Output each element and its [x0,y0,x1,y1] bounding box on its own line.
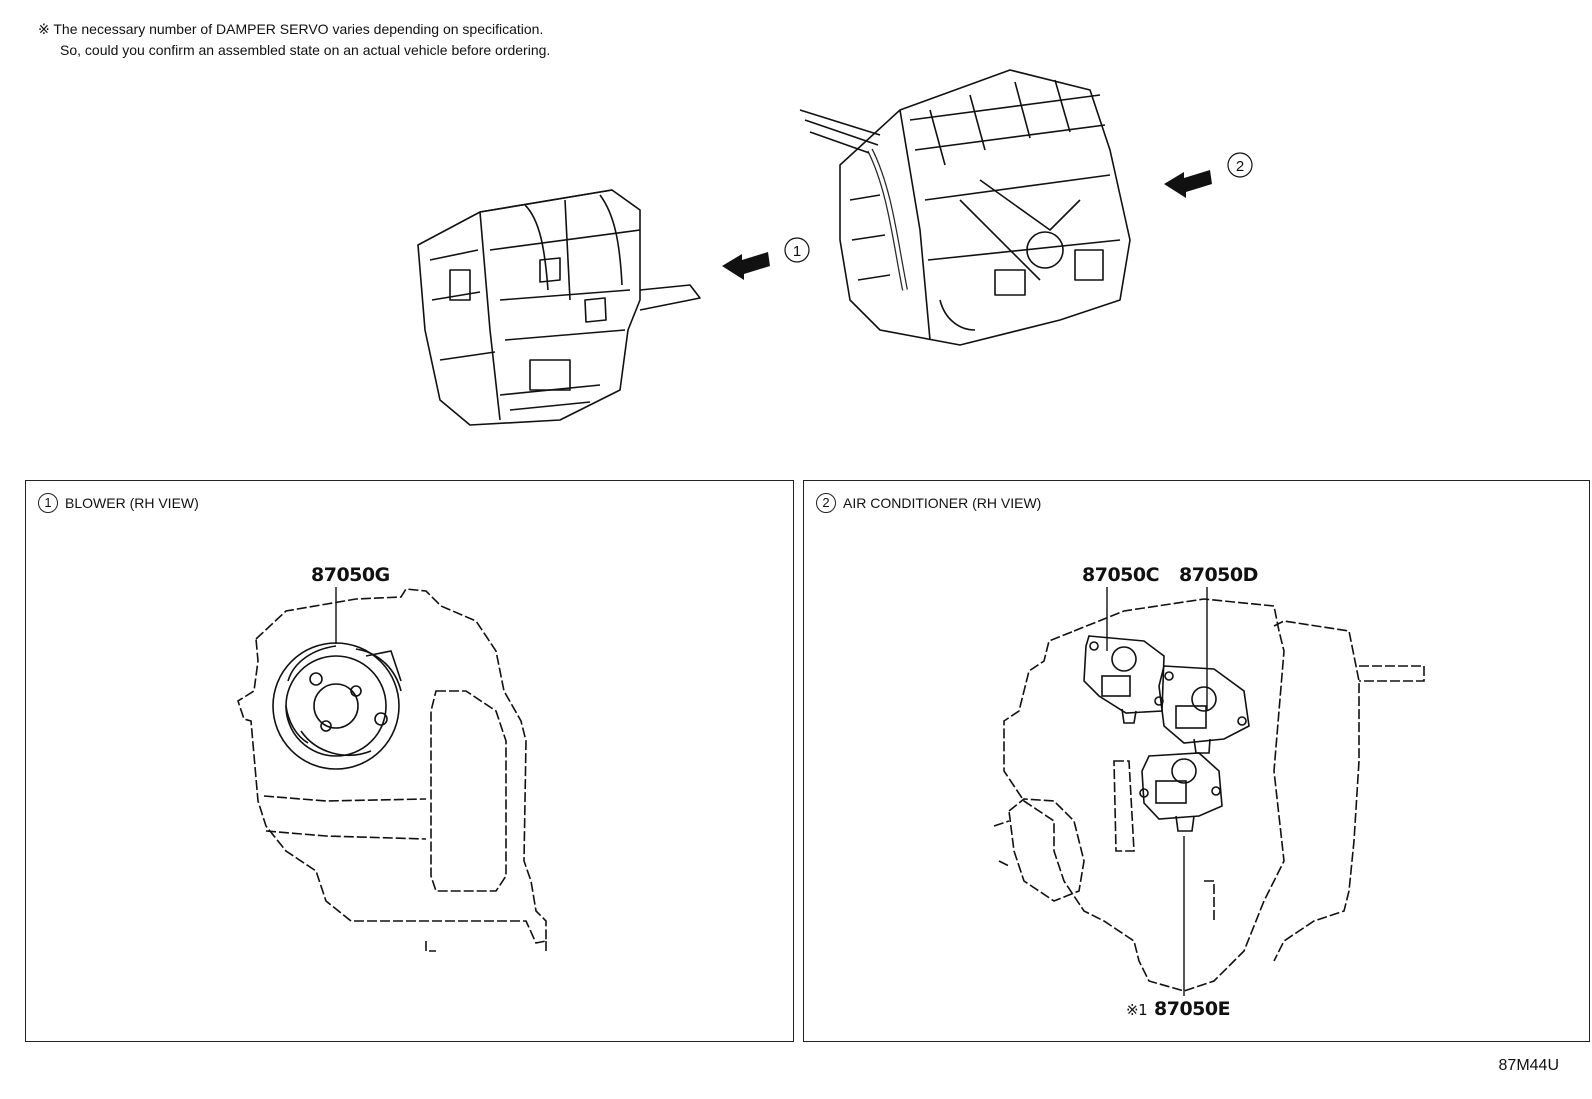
panel-blower-number: 1 [38,493,58,513]
panel-air-conditioner-title: AIR CONDITIONER (RH VIEW) [843,495,1042,511]
panel-air-conditioner: 2 AIR CONDITIONER (RH VIEW) 87050C 87050… [803,480,1590,1042]
panel-air-conditioner-number: 2 [816,493,836,513]
panel-air-conditioner-header: 2 AIR CONDITIONER (RH VIEW) [816,493,1041,513]
arrow-1-label: 1 [793,243,801,260]
arrow-2-label: 2 [1236,158,1244,175]
panel-blower-title: BLOWER (RH VIEW) [65,495,199,511]
air-conditioner-housing-outline [993,598,1425,992]
panel-blower-header: 1 BLOWER (RH VIEW) [38,493,199,513]
air-conditioner-unit-drawing [799,69,1131,346]
blower-housing-outline [237,588,547,952]
damper-servo-D [1158,665,1250,754]
blower-unit-drawing [417,189,701,426]
part-87050C[interactable]: 87050C [1082,564,1160,586]
damper-servo-C [1083,635,1165,724]
note-line-2: So, could you confirm an assembled state… [60,42,551,58]
air-conditioner-detail-drawing: 87050C 87050D ※1 87050E [993,564,1425,1020]
arrow-1: 1 [722,237,810,280]
panel-blower: 1 BLOWER (RH VIEW) 87050G [25,480,794,1042]
part-87050G[interactable]: 87050G [311,564,390,586]
part-87050E-prefix: ※1 [1126,1001,1147,1019]
part-87050E[interactable]: 87050E [1154,998,1231,1020]
arrow-2: 2 [1164,152,1253,198]
specification-note: ※ The necessary number of DAMPER SERVO v… [38,19,550,61]
blower-detail-drawing: 87050G [237,564,547,952]
note-line-1: ※ The necessary number of DAMPER SERVO v… [38,21,544,37]
overview-illustration: 1 2 [417,69,1253,426]
blower-motor-servo [272,642,402,770]
diagram-code: 87M44U [1498,1057,1559,1074]
part-87050D[interactable]: 87050D [1179,564,1258,586]
damper-servo-E [1139,752,1223,832]
